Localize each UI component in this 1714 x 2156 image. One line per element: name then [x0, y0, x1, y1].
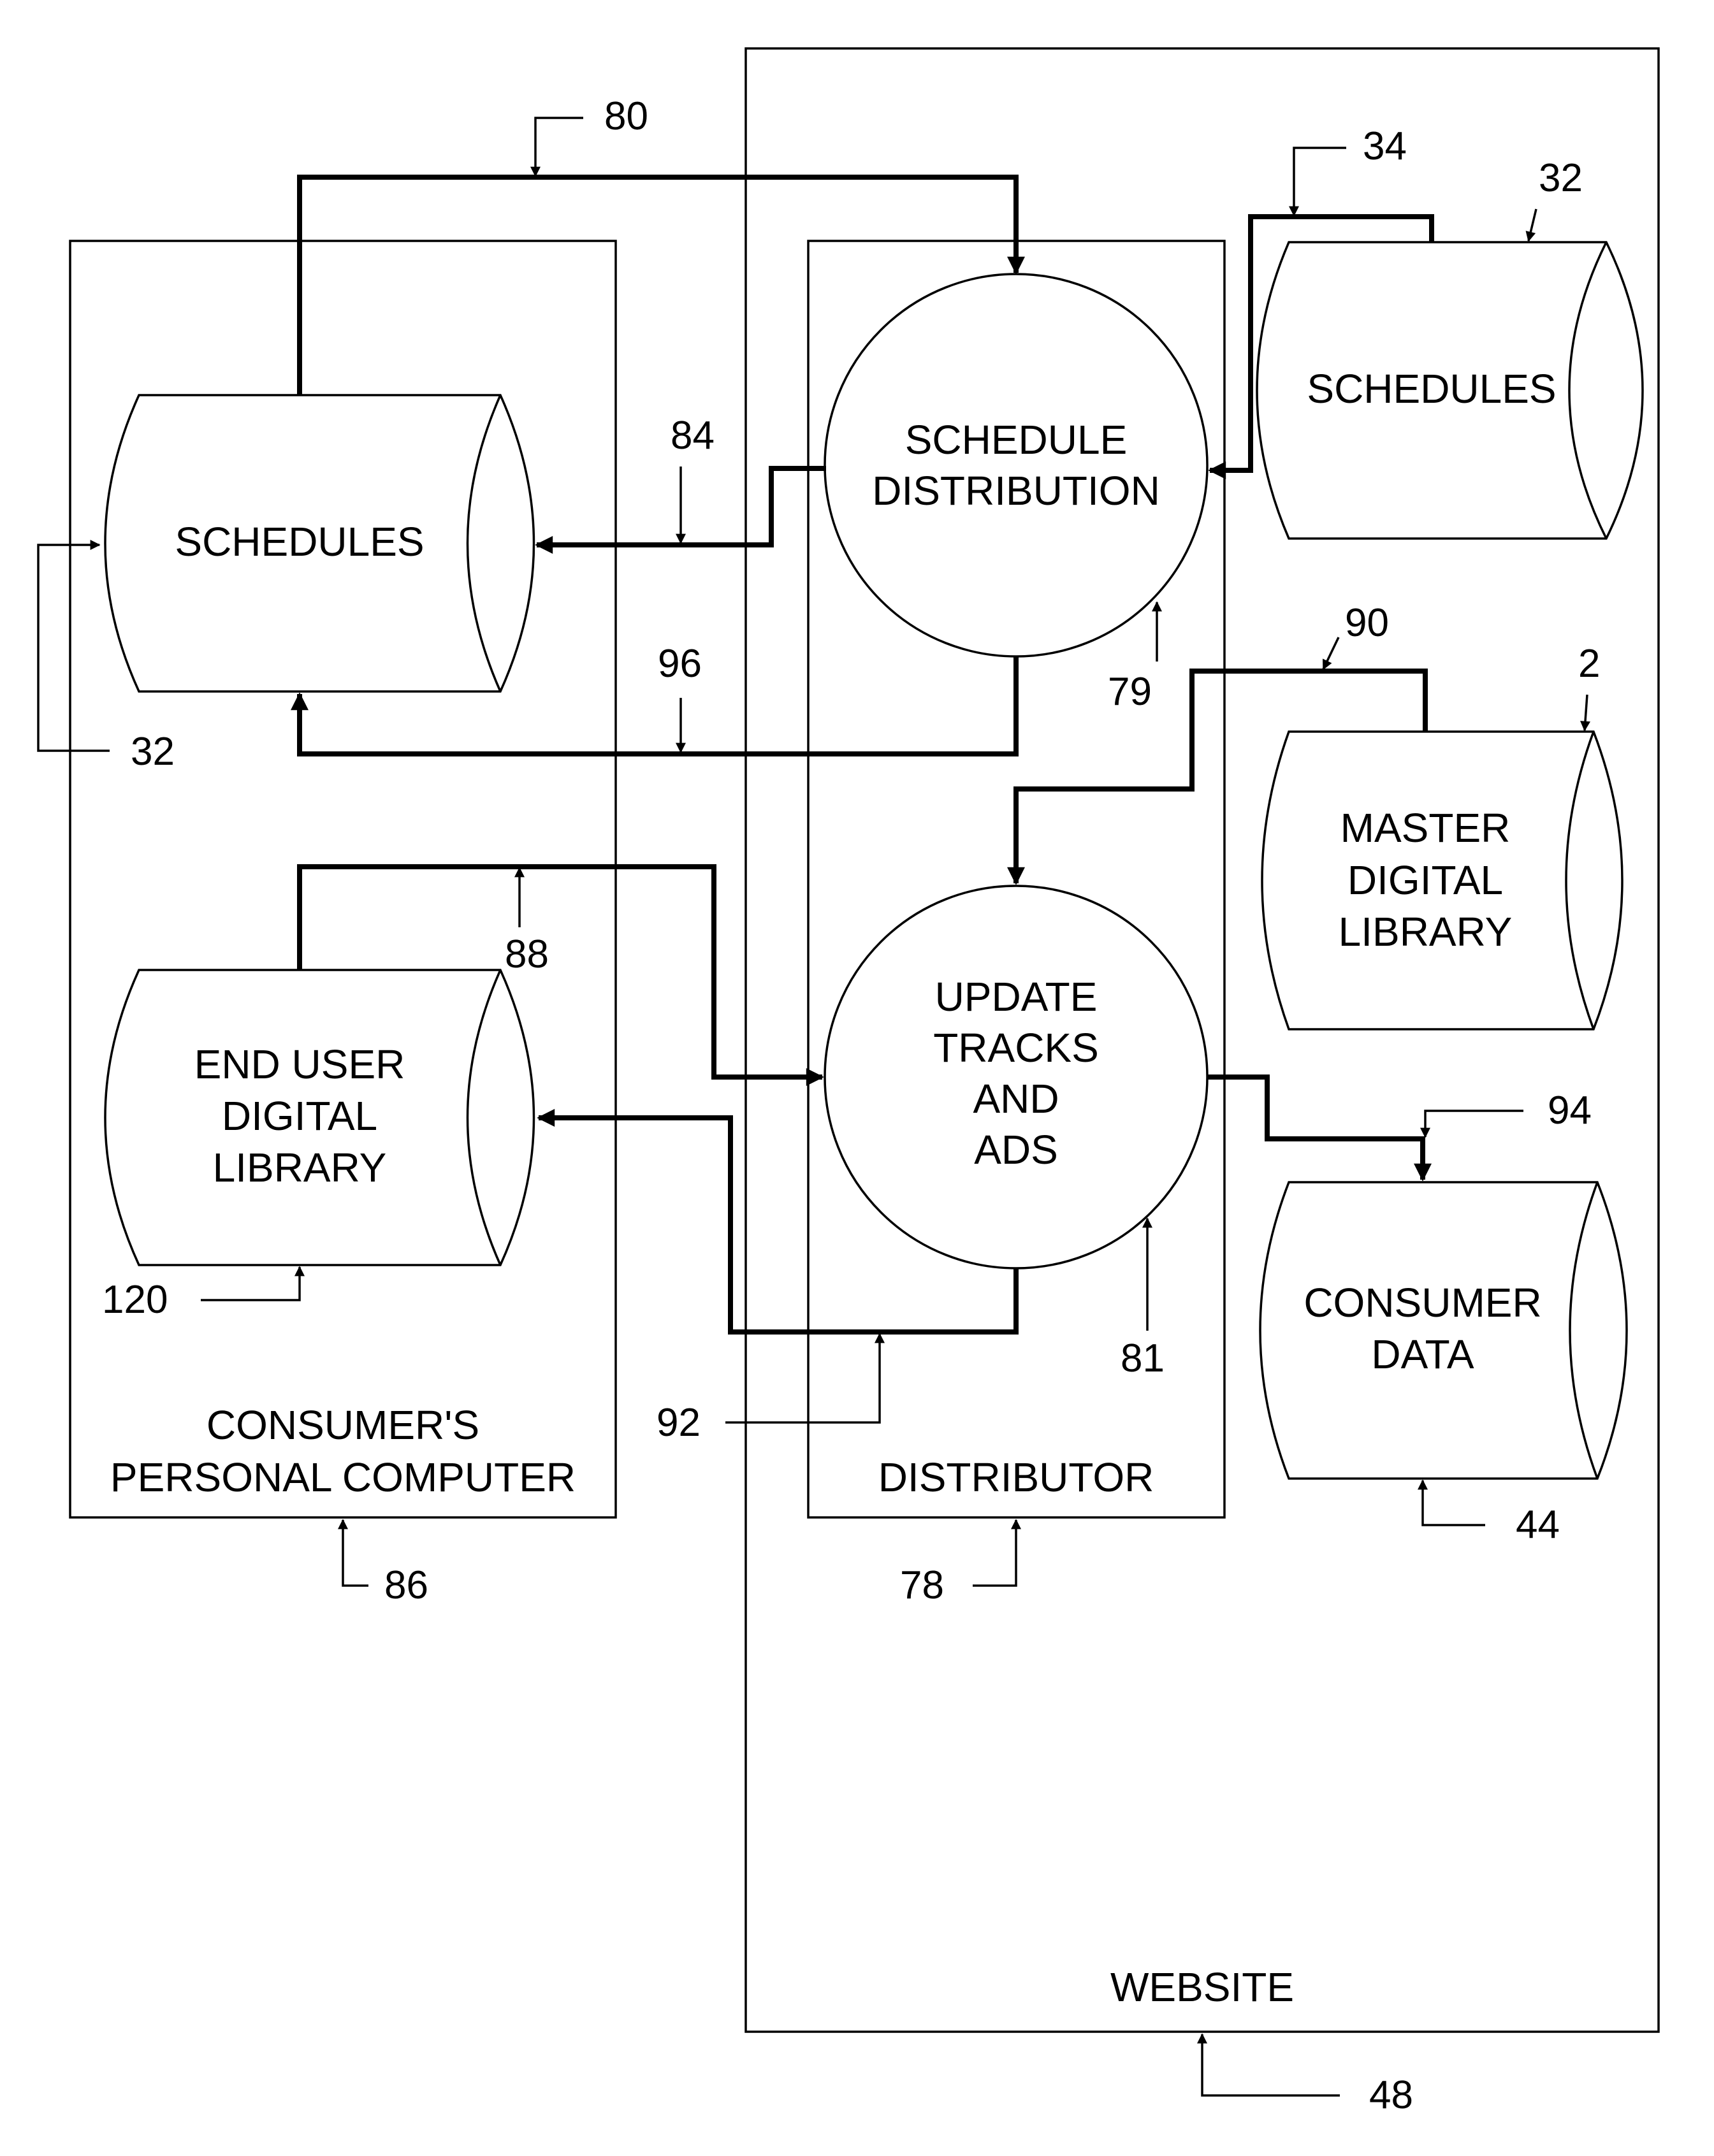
ref-81: 81: [1121, 1336, 1165, 1380]
ref-90: 90: [1345, 601, 1389, 645]
process-update-tracks-line1: UPDATE: [935, 974, 1098, 1020]
store-end-user-library-line3: LIBRARY: [213, 1145, 387, 1190]
process-schedule-distribution-line2: DISTRIBUTION: [872, 468, 1160, 514]
process-schedule-distribution: SCHEDULE DISTRIBUTION: [825, 274, 1207, 656]
flow-94-line: [1207, 1077, 1423, 1180]
ref-120: 120: [102, 1278, 168, 1322]
consumer-pc-label-line1: CONSUMER'S: [207, 1402, 479, 1448]
store-consumer-data-line2: DATA: [1371, 1331, 1474, 1377]
ref-84: 84: [671, 414, 715, 458]
store-consumer-data: CONSUMER DATA: [1260, 1182, 1627, 1479]
store-master-library-line1: MASTER: [1340, 805, 1511, 851]
process-update-tracks-line2: TRACKS: [933, 1025, 1099, 1071]
ref-78: 78: [900, 1563, 944, 1607]
ref-88: 88: [505, 932, 549, 976]
store-consumer-data-line1: CONSUMER: [1304, 1280, 1541, 1326]
store-master-library-line3: LIBRARY: [1339, 909, 1513, 955]
store-end-user-library-line1: END USER: [194, 1041, 405, 1087]
ref-44: 44: [1516, 1503, 1560, 1547]
process-update-tracks-line3: AND: [973, 1076, 1059, 1122]
store-pc-schedules-label: SCHEDULES: [175, 519, 424, 565]
store-web-schedules: SCHEDULES: [1257, 242, 1643, 539]
website-label: WEBSITE: [1110, 1964, 1294, 2010]
process-update-tracks: UPDATE TRACKS AND ADS: [825, 886, 1207, 1268]
store-end-user-library: END USER DIGITAL LIBRARY: [105, 970, 534, 1265]
process-schedule-distribution-line1: SCHEDULE: [905, 417, 1128, 463]
process-update-tracks-line4: ADS: [974, 1127, 1058, 1173]
ref-48: 48: [1369, 2073, 1413, 2117]
ref-94: 94: [1548, 1089, 1592, 1132]
store-master-library: MASTER DIGITAL LIBRARY: [1262, 732, 1622, 1029]
ref-32-website-schedules: 32: [1539, 156, 1583, 200]
ref-96: 96: [658, 642, 702, 686]
store-web-schedules-label: SCHEDULES: [1307, 366, 1556, 412]
ref-80: 80: [604, 94, 648, 138]
store-pc-schedules: SCHEDULES: [105, 395, 534, 691]
ref-34: 34: [1363, 124, 1407, 168]
ref-79: 79: [1108, 670, 1152, 714]
distributor-label: DISTRIBUTOR: [878, 1454, 1154, 1500]
ref-2: 2: [1578, 642, 1600, 686]
store-end-user-library-line2: DIGITAL: [222, 1093, 377, 1139]
consumer-pc-label-line2: PERSONAL COMPUTER: [110, 1454, 576, 1500]
ref-92: 92: [657, 1401, 701, 1445]
ref-32-pc-schedules: 32: [131, 730, 175, 774]
ref-86: 86: [384, 1563, 428, 1607]
store-master-library-line2: DIGITAL: [1347, 857, 1503, 903]
